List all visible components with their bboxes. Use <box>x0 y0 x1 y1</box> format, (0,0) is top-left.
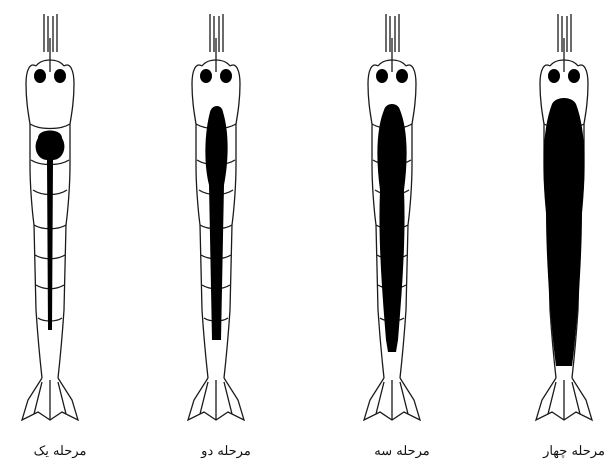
stage-1: مرحله یک <box>0 0 120 472</box>
ovary-shape <box>36 131 65 331</box>
ovary-shape <box>377 104 406 352</box>
stage-3: مرحله سه <box>342 0 462 472</box>
eye-right <box>220 69 232 83</box>
shrimp-stage-2-illustration <box>166 0 286 472</box>
eye-left <box>548 69 560 83</box>
eye-right <box>568 69 580 83</box>
eye-left <box>200 69 212 83</box>
eye-left <box>376 69 388 83</box>
stage-label: مرحله سه <box>342 444 462 459</box>
ovary-shape <box>544 98 585 366</box>
eye-right <box>54 69 66 83</box>
eye-right <box>396 69 408 83</box>
stage-label: مرحله چهار <box>514 444 614 459</box>
eye-left <box>34 69 46 83</box>
shrimp-stage-4-illustration <box>514 0 614 472</box>
stage-label: مرحله یک <box>0 444 120 459</box>
stage-4: مرحله چهار <box>514 0 614 472</box>
shrimp-stage-1-illustration <box>0 0 120 472</box>
stage-2: مرحله دو <box>166 0 286 472</box>
ovary-shape <box>205 106 227 340</box>
shrimp-stage-3-illustration <box>342 0 462 472</box>
stage-label: مرحله دو <box>166 444 286 459</box>
